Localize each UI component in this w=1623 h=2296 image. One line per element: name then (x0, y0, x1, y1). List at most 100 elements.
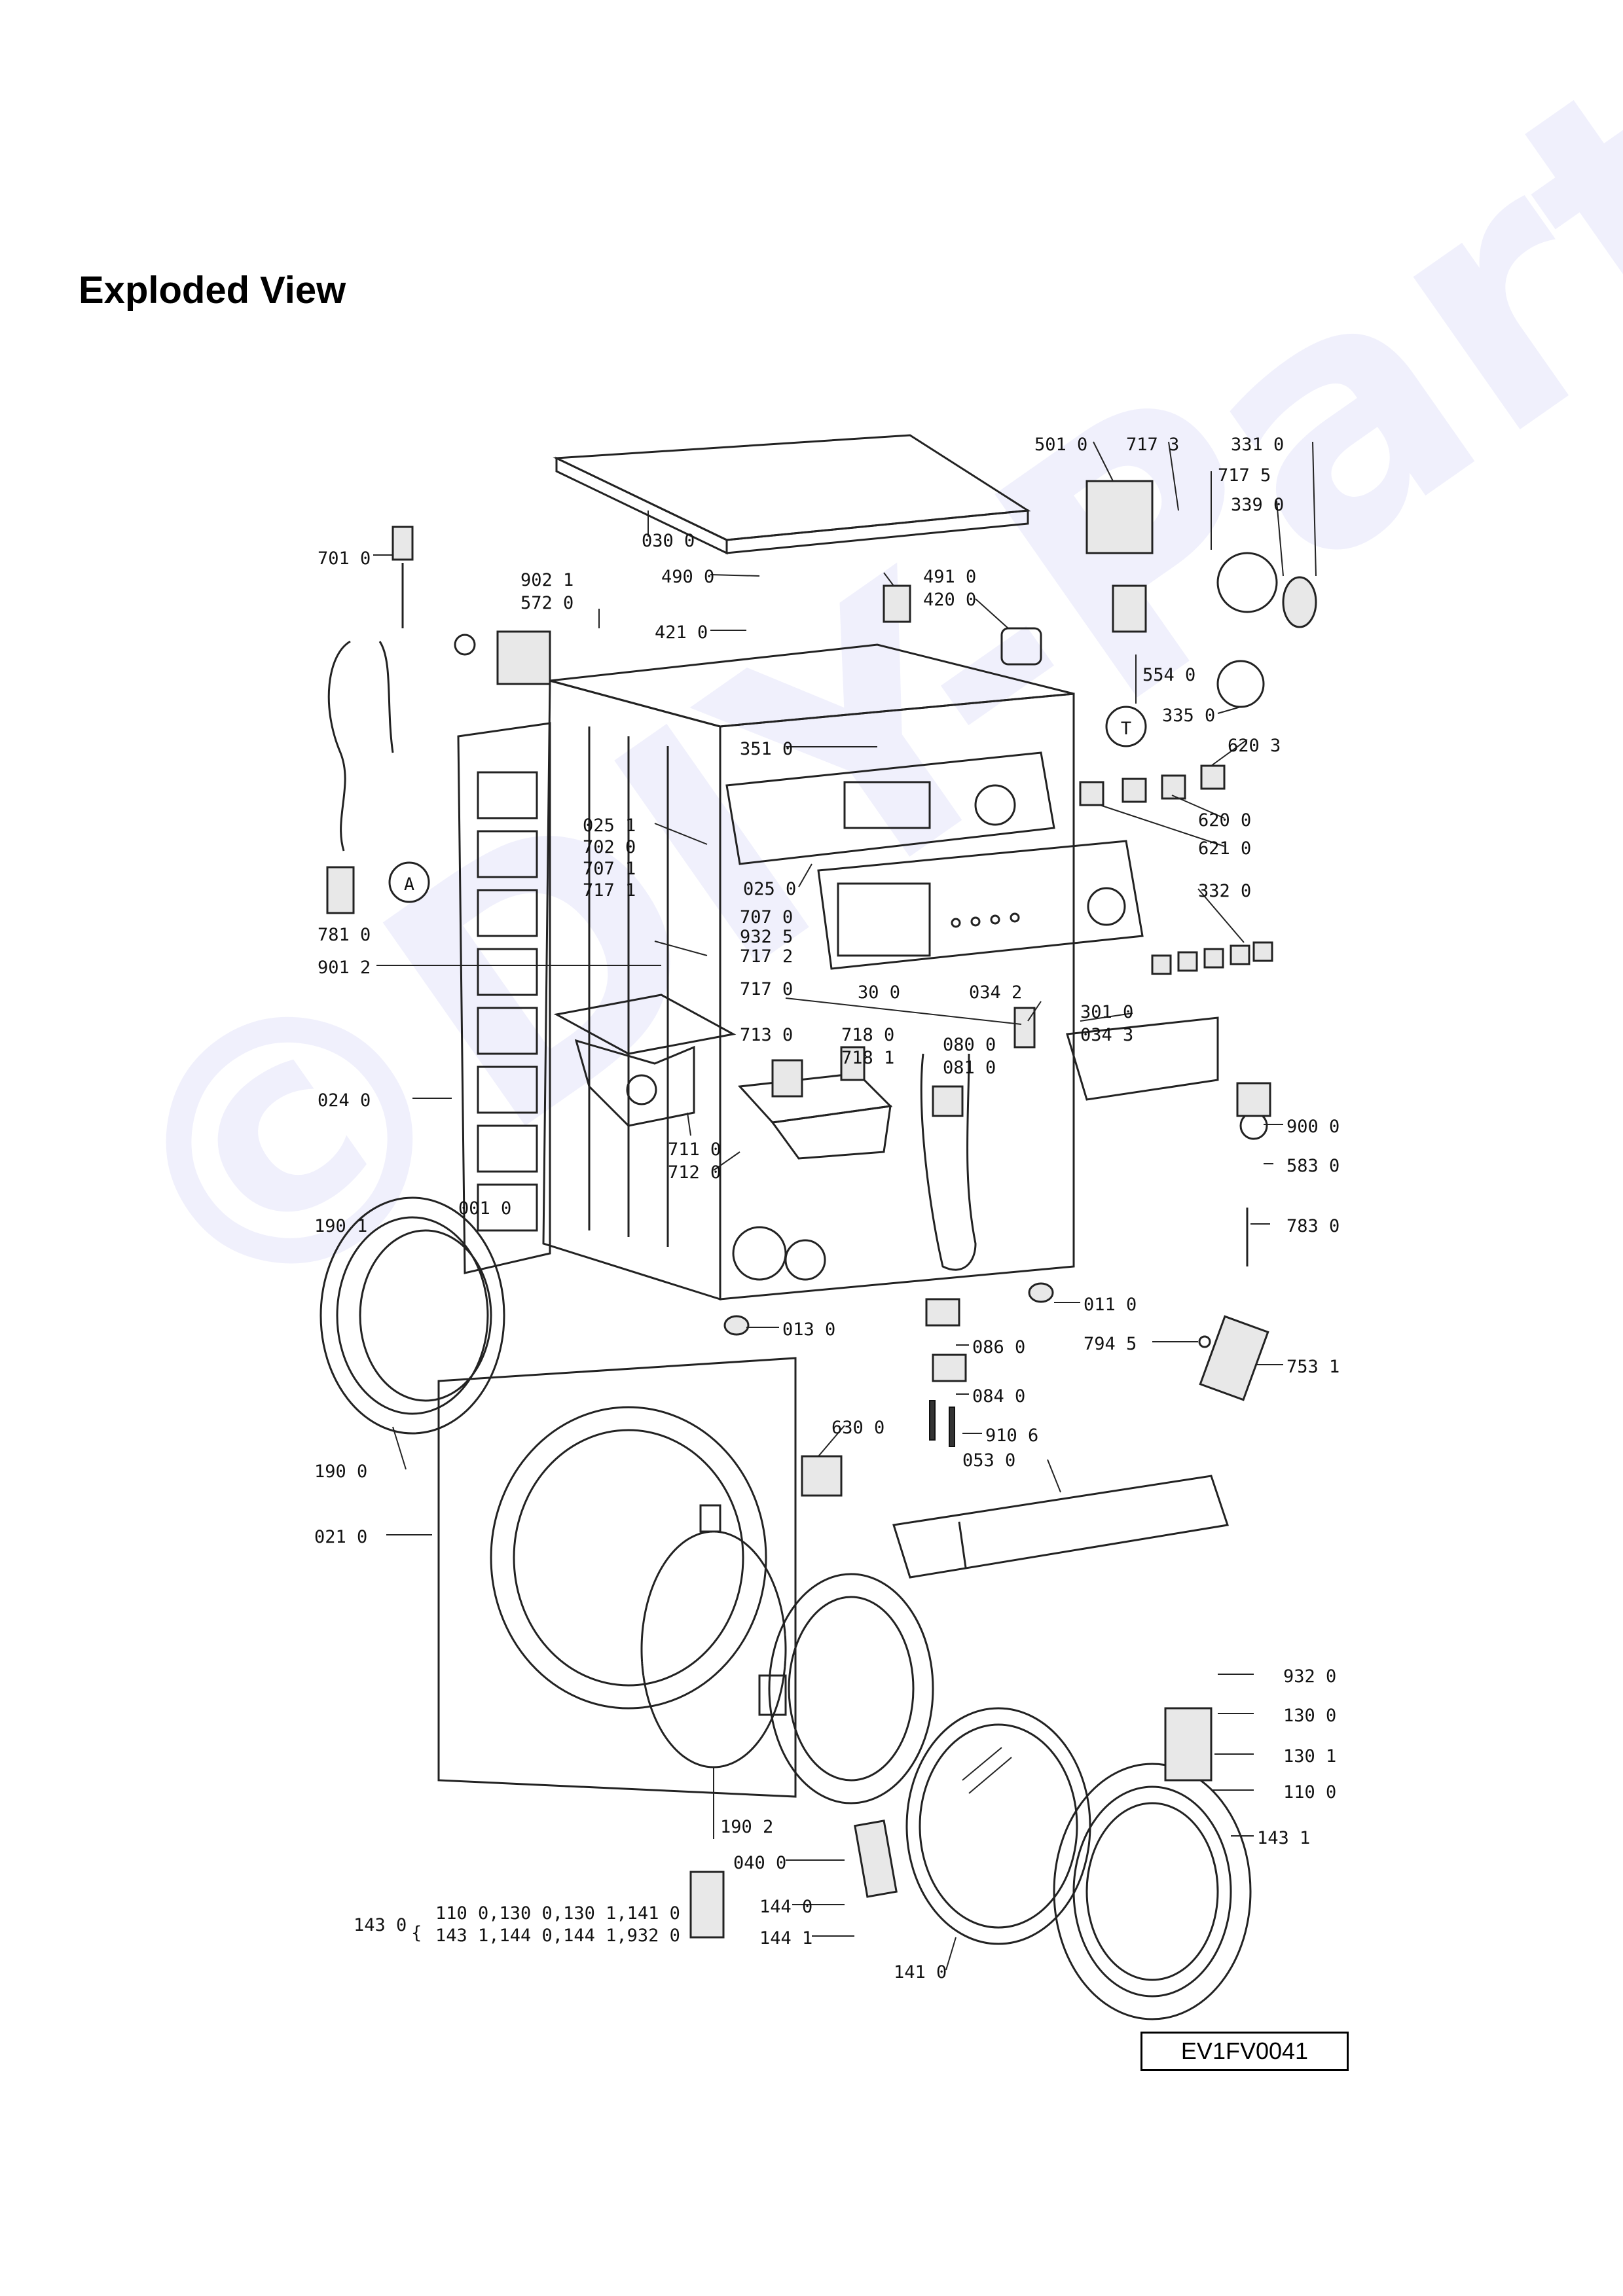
window-part (1066, 1016, 1219, 1101)
part-label: 040 0 (733, 1853, 786, 1873)
part-label: 712 0 (668, 1162, 721, 1183)
kit-line-1: 110 0,130 0,130 1,141 0 (435, 1903, 680, 1924)
part-label: 713 0 (740, 1025, 793, 1045)
part-label: 110 0 (1283, 1782, 1336, 1803)
hinge-part (689, 1871, 725, 1939)
part-label: 794 5 (1084, 1334, 1137, 1354)
leader-lines (373, 441, 1317, 1971)
capacitor-part (1000, 627, 1042, 666)
clamp-part (932, 1354, 967, 1382)
part-label: 084 0 (972, 1386, 1025, 1407)
part-label: 351 0 (740, 739, 793, 759)
foot-part (1028, 1282, 1054, 1303)
part-label: 707 1 (583, 859, 636, 879)
callout-a: A (388, 861, 430, 903)
part-label: 901 2 (318, 958, 371, 978)
screw-part (929, 1400, 936, 1441)
relay-part (1112, 584, 1147, 633)
part-label: 034 2 (969, 982, 1022, 1003)
inner-ring-part (640, 1530, 934, 1804)
outer-door-part (1053, 1763, 1252, 2020)
selector-knob-part (1216, 660, 1265, 708)
part-label: 717 1 (583, 880, 636, 901)
part-label: 421 0 (655, 622, 708, 643)
fascia-part (817, 840, 1144, 970)
part-labels: 501 0 717 3 331 0 717 5 339 0 030 0 701 … (314, 435, 1340, 1982)
part-label: 583 0 (1286, 1156, 1340, 1176)
part-label: 130 0 (1283, 1706, 1336, 1726)
inlet-valve-part (454, 630, 551, 685)
door-handle-part (1164, 1707, 1213, 1782)
part-label: 190 1 (314, 1216, 367, 1236)
part-label: 718 1 (841, 1048, 894, 1068)
part-label: 013 0 (782, 1319, 835, 1340)
kit-line-2: 143 1,144 0,144 1,932 0 (435, 1926, 680, 1946)
part-label: 034 3 (1080, 1025, 1133, 1045)
part-label: 30 0 (858, 982, 900, 1003)
button-set-part (1079, 764, 1273, 975)
part-label: 053 0 (962, 1450, 1015, 1471)
door-glass-part (905, 1707, 1091, 1945)
gasket-part (920, 1053, 977, 1271)
part-label: 339 0 (1231, 495, 1284, 515)
part-label: 707 0 (740, 907, 793, 927)
kit-list: 143 0 { 110 0,130 0,130 1,141 0 143 1,14… (354, 1903, 680, 1946)
clamp-part (925, 1298, 960, 1327)
motor-part (1085, 480, 1154, 554)
part-label: 080 0 (943, 1035, 996, 1055)
part-label: 783 0 (1286, 1216, 1340, 1236)
part-label: 781 0 (318, 925, 371, 945)
heater-part (1199, 1315, 1269, 1401)
part-label: 024 0 (318, 1090, 371, 1111)
dispenser-housing-part (553, 994, 737, 1127)
part-label: 025 0 (743, 879, 796, 899)
part-label: 717 2 (740, 946, 793, 967)
part-label: 717 3 (1126, 435, 1179, 455)
callout-a-label: A (404, 874, 414, 895)
part-label: 144 0 (759, 1897, 812, 1917)
kit-id: 143 0 (354, 1915, 407, 1935)
part-label: 932 0 (1283, 1666, 1336, 1687)
knob-part (1282, 576, 1317, 628)
cabinet-part (542, 643, 1075, 1301)
part-label: 501 0 (1034, 435, 1087, 455)
part-label: 086 0 (972, 1337, 1025, 1357)
part-label: 753 1 (1286, 1357, 1340, 1377)
part-label: 554 0 (1142, 665, 1195, 685)
callout-t: T (1105, 706, 1147, 747)
sensor-part (932, 1085, 964, 1117)
bracket-part (1236, 1082, 1271, 1117)
pulley-part (1216, 552, 1278, 613)
top-cover-part (553, 434, 1031, 555)
svg-text:{: { (411, 1923, 422, 1943)
part-label: 902 1 (520, 570, 574, 590)
part-label: 620 0 (1198, 810, 1251, 831)
part-label: 011 0 (1084, 1295, 1137, 1315)
part-label: 620 3 (1228, 736, 1281, 756)
door-lock-part (801, 1455, 843, 1497)
part-label: 718 0 (841, 1025, 894, 1045)
foot-part (723, 1315, 750, 1336)
control-frame-part (725, 751, 1055, 865)
part-label: 081 0 (943, 1058, 996, 1078)
part-label: 701 0 (318, 548, 371, 569)
part-label: 025 1 (583, 816, 636, 836)
part-label: 001 0 (458, 1198, 511, 1219)
back-panel-part (457, 722, 551, 1274)
o-ring-part (1198, 1335, 1211, 1348)
part-label: 190 2 (720, 1817, 773, 1837)
part-label: 490 0 (661, 567, 714, 587)
part-label: 910 6 (985, 1426, 1038, 1446)
part-label: 572 0 (520, 593, 574, 613)
part-label: 900 0 (1286, 1117, 1340, 1137)
door-seal-part (319, 1196, 505, 1435)
page-title: Exploded View (79, 269, 346, 312)
part-label: 621 0 (1198, 838, 1251, 859)
part-label: 630 0 (831, 1418, 884, 1438)
part-label: 331 0 (1231, 435, 1284, 455)
cable-clip-part (1013, 1007, 1036, 1049)
part-label: 130 1 (1283, 1746, 1336, 1767)
pcb-part (771, 1059, 803, 1098)
hose-part (326, 526, 414, 914)
